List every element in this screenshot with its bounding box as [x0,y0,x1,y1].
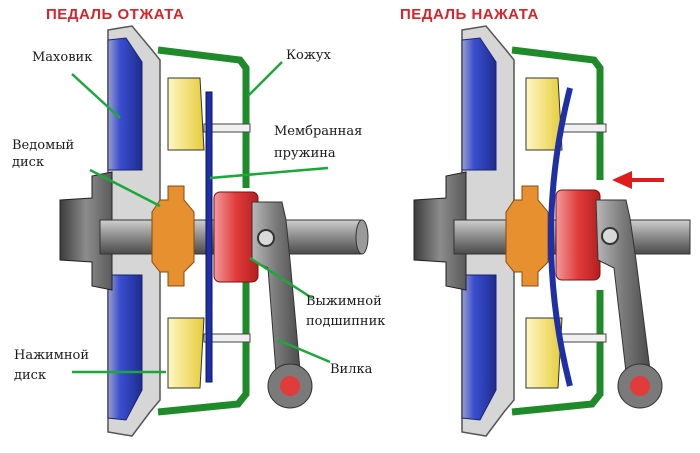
label-bearing-line1: Выжимной [306,294,382,309]
flywheel-lower-2 [461,274,497,421]
driven-disc-2 [505,185,549,287]
label-casing: Кожух [286,48,331,63]
label-flywheel: Маховик [32,50,93,65]
pressure-plate-bottom-2 [525,317,563,389]
flywheel-2 [461,37,497,171]
leader-lines [71,61,331,374]
driven-disc [151,185,195,287]
label-fork: Вилка [330,362,373,377]
diaphragm-spring [205,91,213,383]
label-pressure-disc-line1: Нажимной [14,348,89,363]
crank-hub [59,171,113,291]
assembly-pressed [413,25,691,437]
crank-hub-2 [413,171,467,291]
pressure-plate-top [167,77,205,151]
pressure-plate-bottom [167,317,205,389]
release-bearing [213,191,259,283]
label-diaphragm-line2: пружина [274,146,336,161]
title-released: ПЕДАЛЬ ОТЖАТА [46,6,185,23]
diaphragm-spring-curved [548,87,573,387]
label-pressure-disc-line2: диск [14,368,47,383]
title-pressed: ПЕДАЛЬ НАЖАТА [400,6,539,23]
label-bearing-line2: подшипник [306,314,386,329]
push-arrow-icon [612,171,664,189]
pressure-plate-top-2 [525,77,563,151]
label-driven-disc-line1: Ведомый [12,138,75,153]
label-driven-disc-line2: диск [12,155,45,170]
flywheel [107,37,143,171]
assembly-released [59,25,369,437]
release-bearing-2 [555,189,601,281]
flywheel-lower [107,274,143,421]
label-diaphragm-line1: Мембранная [274,124,363,139]
